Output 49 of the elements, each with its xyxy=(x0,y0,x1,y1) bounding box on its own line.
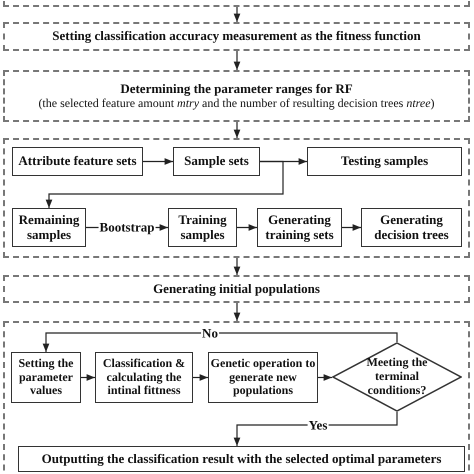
process-box xyxy=(12,208,86,247)
box-text: Testing samples xyxy=(340,154,428,169)
arrow xyxy=(42,332,398,352)
arrow xyxy=(234,51,240,70)
box-text: Outputting the classification result with the selected optimal parameters xyxy=(42,452,442,466)
box-text: Classification & calculating the intinal fittness xyxy=(102,356,186,398)
arrow xyxy=(234,7,240,22)
group-frame xyxy=(3,138,470,258)
arrow xyxy=(46,160,284,208)
arrow xyxy=(234,412,398,446)
decision-diamond xyxy=(332,342,462,412)
box-text: Setting the parameter values xyxy=(18,356,74,398)
process-box xyxy=(168,208,237,247)
arrow xyxy=(318,374,332,381)
box-text: Training samples xyxy=(177,212,228,242)
process-box xyxy=(3,275,470,303)
process-box xyxy=(95,352,193,403)
arrow xyxy=(234,303,240,321)
box-text: Generating decision trees xyxy=(373,212,450,242)
process-box xyxy=(3,70,470,122)
edge-label: No xyxy=(201,326,219,340)
arrow xyxy=(143,158,173,165)
box-text: Generating initial populations xyxy=(153,282,320,296)
arrow xyxy=(81,374,95,381)
box-text: Remaining samples xyxy=(18,212,80,242)
box-text: Determining the parameter ranges for RF xyxy=(120,82,353,97)
box-text: Setting classification accuracy measurement as the fitness function xyxy=(52,29,421,44)
arrow xyxy=(237,224,257,231)
arrow xyxy=(342,224,361,231)
edge-label: Bootstrap xyxy=(98,220,156,234)
process-box xyxy=(361,208,462,247)
arrow xyxy=(234,122,240,138)
box-text: Meeting the terminal conditions? xyxy=(366,356,428,398)
box-text: Attribute feature sets xyxy=(18,154,137,169)
box-subtext: (the selected feature amount mtry and the number of resulting decision trees ntree) xyxy=(38,96,435,110)
arrow xyxy=(193,374,208,381)
process-box xyxy=(307,147,462,176)
process-box xyxy=(257,208,342,247)
box-text: Sample sets xyxy=(184,154,249,169)
arrow xyxy=(234,258,240,275)
box-text: Generating training sets xyxy=(264,212,335,242)
process-box xyxy=(173,147,260,176)
edge-label: Yes xyxy=(308,418,328,432)
process-box xyxy=(11,352,81,403)
box-text: Genetic operation to generate new populations xyxy=(210,356,316,398)
group-frame xyxy=(3,321,470,474)
process-box xyxy=(3,22,470,51)
process-box xyxy=(12,147,143,176)
process-box xyxy=(18,446,465,472)
